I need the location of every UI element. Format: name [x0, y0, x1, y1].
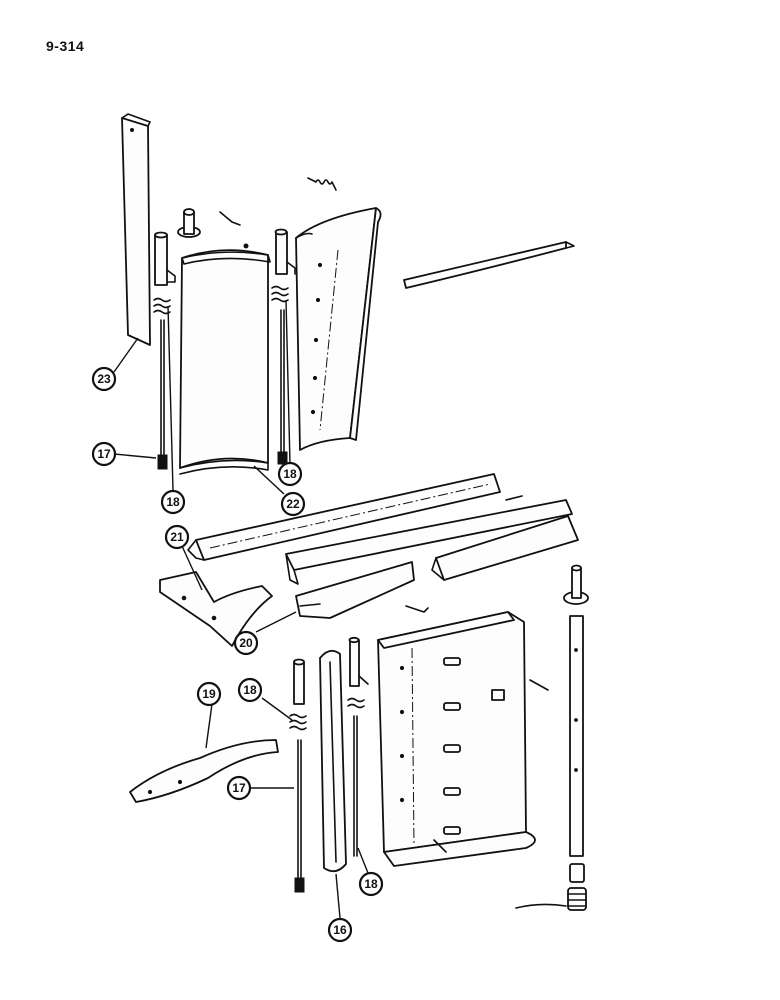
lower-middle-rod-assembly	[347, 636, 369, 857]
part-19-lower-strap	[129, 739, 279, 803]
callout-22-label: 22	[286, 497, 300, 511]
callout-23-label: 23	[97, 372, 111, 386]
callout-18-upper-right-label: 18	[283, 467, 297, 481]
part-23-side-panel	[121, 113, 151, 346]
callout-20-label: 20	[239, 636, 253, 650]
callout-18-lower-left-label: 18	[243, 683, 257, 697]
callout-16: 16	[327, 917, 353, 943]
frame-rails	[187, 473, 579, 585]
lower-large-panel	[377, 605, 549, 867]
part-22-curved-shield	[177, 208, 271, 475]
part-21-bracket	[159, 571, 273, 647]
callout-17-lower-label: 17	[232, 781, 246, 795]
callout-18-upper-left-label: 18	[166, 495, 180, 509]
callout-16-label: 16	[333, 923, 347, 937]
callout-18-upper-right: 18	[277, 461, 303, 487]
callout-17-lower: 17	[226, 775, 252, 801]
callout-23: 23	[91, 366, 117, 392]
callout-18-lower-right-label: 18	[364, 877, 378, 891]
callout-17-upper-label: 17	[97, 447, 111, 461]
callout-22: 22	[280, 491, 306, 517]
callout-21-label: 21	[170, 530, 184, 544]
callout-18-upper-left: 18	[160, 489, 186, 515]
curved-strap	[403, 241, 575, 289]
part-20-mount	[295, 561, 415, 619]
part-16-edge-strip	[319, 649, 347, 873]
callout-17-upper: 17	[91, 441, 117, 467]
callout-18-lower-right: 18	[358, 871, 384, 897]
page-number: 9-314	[46, 38, 85, 54]
lower-left-rod-assembly	[289, 658, 307, 893]
vertical-shaft	[515, 564, 589, 911]
callout-21: 21	[164, 524, 190, 550]
callout-19: 19	[196, 681, 222, 707]
callout-19-label: 19	[202, 687, 216, 701]
upper-left-rod-assembly	[153, 231, 176, 470]
panel-slots	[443, 657, 461, 835]
upper-right-rod-assembly	[271, 228, 296, 465]
callout-leaders	[113, 299, 371, 919]
callout-20: 20	[233, 630, 259, 656]
upper-right-panel	[295, 177, 382, 451]
callout-18-lower-left: 18	[237, 677, 263, 703]
